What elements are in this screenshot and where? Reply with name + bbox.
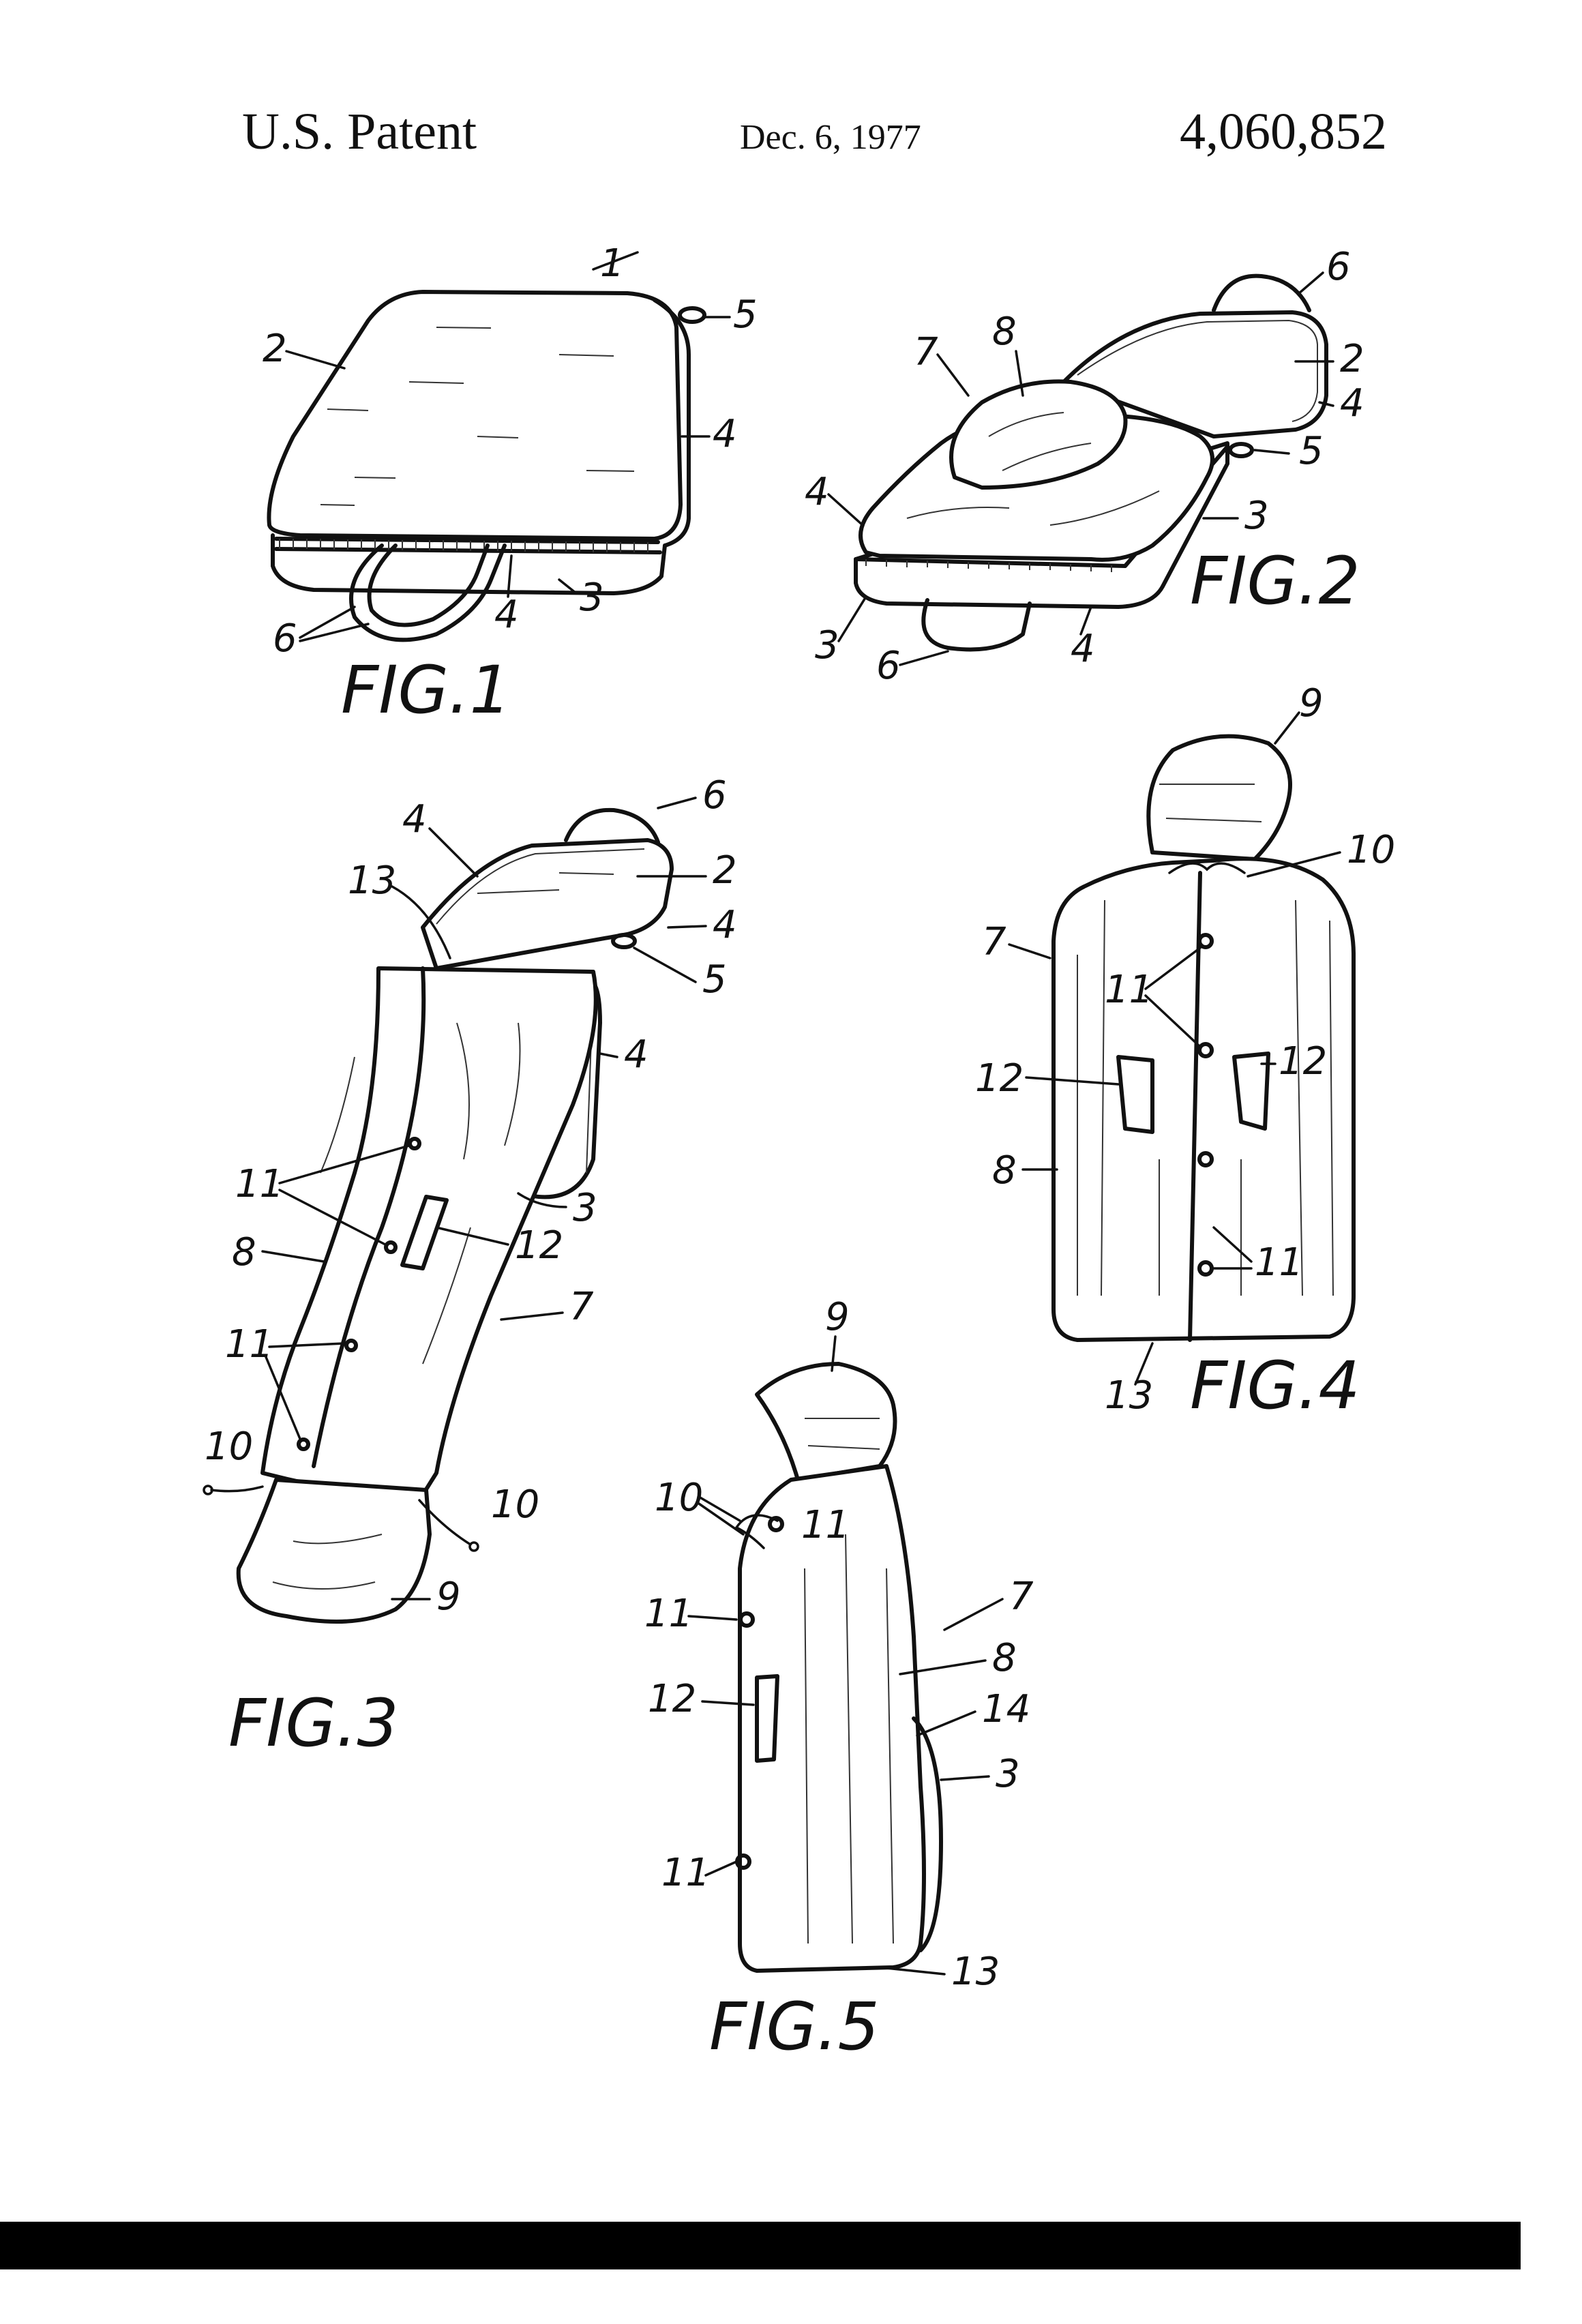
fig1-ref-2: 2	[263, 327, 287, 371]
fig5-ref-7: 7	[1009, 1575, 1034, 1619]
fig3-ref-2: 2	[713, 848, 737, 893]
fig2-ref-3b: 3	[815, 623, 839, 668]
fig3-ref-3: 3	[573, 1186, 597, 1230]
fig1-caption: FIG.1	[341, 652, 511, 728]
fig3-ref-6: 6	[702, 773, 727, 818]
fig2-ref-8: 8	[992, 310, 1017, 354]
scan-bottom-bar	[0, 2222, 1521, 2269]
fig5-drawing	[734, 1362, 943, 1973]
fig3-ref-10b: 10	[491, 1483, 539, 1527]
fig5-ref-13: 13	[951, 1950, 1000, 1994]
fig2-ref-4c: 4	[1071, 627, 1095, 671]
fig2-ref-3a: 3	[1244, 494, 1269, 538]
fig1-ref-5: 5	[733, 293, 758, 337]
fig4-ref-10: 10	[1347, 828, 1395, 872]
fig5-ref-8: 8	[992, 1636, 1017, 1680]
fig3-ref-8: 8	[232, 1230, 256, 1275]
fig5-ref-9: 9	[825, 1295, 850, 1339]
fig4-ref-12b: 12	[1279, 1039, 1327, 1084]
fig4-ref-8: 8	[992, 1148, 1017, 1193]
fig4-ref-12a: 12	[975, 1056, 1024, 1101]
header-date: Dec. 6, 1977	[740, 118, 921, 157]
fig5-caption: FIG.5	[709, 1988, 880, 2065]
fig1-ref-4: 4	[713, 412, 737, 456]
fig3-ref-4b: 4	[713, 903, 737, 947]
fig2-ref-4a: 4	[1340, 381, 1364, 426]
fig1-ref-3: 3	[580, 576, 604, 620]
fig4-ref-11b: 11	[1255, 1240, 1303, 1285]
fig5-ref-3: 3	[996, 1752, 1020, 1796]
fig4-drawing	[1051, 734, 1356, 1342]
fig4-caption: FIG.4	[1190, 1347, 1360, 1424]
fig5-ref-10: 10	[655, 1476, 703, 1520]
fig2-ref-7: 7	[914, 330, 938, 374]
fig1-ref-6: 6	[273, 616, 297, 661]
fig3-drawing	[203, 807, 674, 1624]
fig4-ref-7: 7	[982, 920, 1006, 964]
fig5-ref-14: 14	[982, 1687, 1030, 1731]
fig3-ref-9: 9	[436, 1575, 461, 1619]
fig5-ref-11b: 11	[644, 1592, 693, 1636]
fig2-ref-6: 6	[1326, 245, 1351, 289]
fig3-ref-13: 13	[348, 859, 396, 903]
fig2-ref-5: 5	[1299, 429, 1324, 473]
fig3-caption: FIG.3	[228, 1685, 399, 1761]
header-patent-number: 4,060,852	[1180, 103, 1387, 160]
fig5-ref-11c: 11	[661, 1851, 710, 1895]
fig3-ref-5: 5	[702, 957, 727, 1002]
fig3-ref-4c: 4	[624, 1032, 648, 1077]
fig2-caption: FIG.2	[1190, 543, 1360, 619]
fig5-ref-12: 12	[648, 1677, 696, 1721]
fig3-ref-11b: 11	[225, 1322, 273, 1367]
fig1-ref-4b: 4	[494, 593, 519, 637]
header-patent-label: U.S. Patent	[242, 103, 477, 160]
fig3-ref-11a: 11	[235, 1162, 284, 1206]
fig2-ref-4b: 4	[805, 470, 829, 514]
fig3-ref-7: 7	[569, 1285, 594, 1329]
fig1-ref-1: 1	[600, 241, 625, 286]
fig2-ref-2: 2	[1340, 337, 1364, 381]
fig3-ref-12: 12	[515, 1223, 563, 1268]
fig1-drawing	[267, 290, 706, 642]
fig4-ref-13: 13	[1105, 1373, 1153, 1418]
fig3-ref-10a: 10	[205, 1425, 253, 1469]
fig5-ref-11a: 11	[801, 1503, 850, 1547]
fig4-ref-9: 9	[1299, 681, 1324, 726]
fig3-ref-4a: 4	[402, 797, 427, 841]
fig2-ref-6b: 6	[876, 644, 901, 688]
fig2-drawing	[854, 273, 1328, 652]
